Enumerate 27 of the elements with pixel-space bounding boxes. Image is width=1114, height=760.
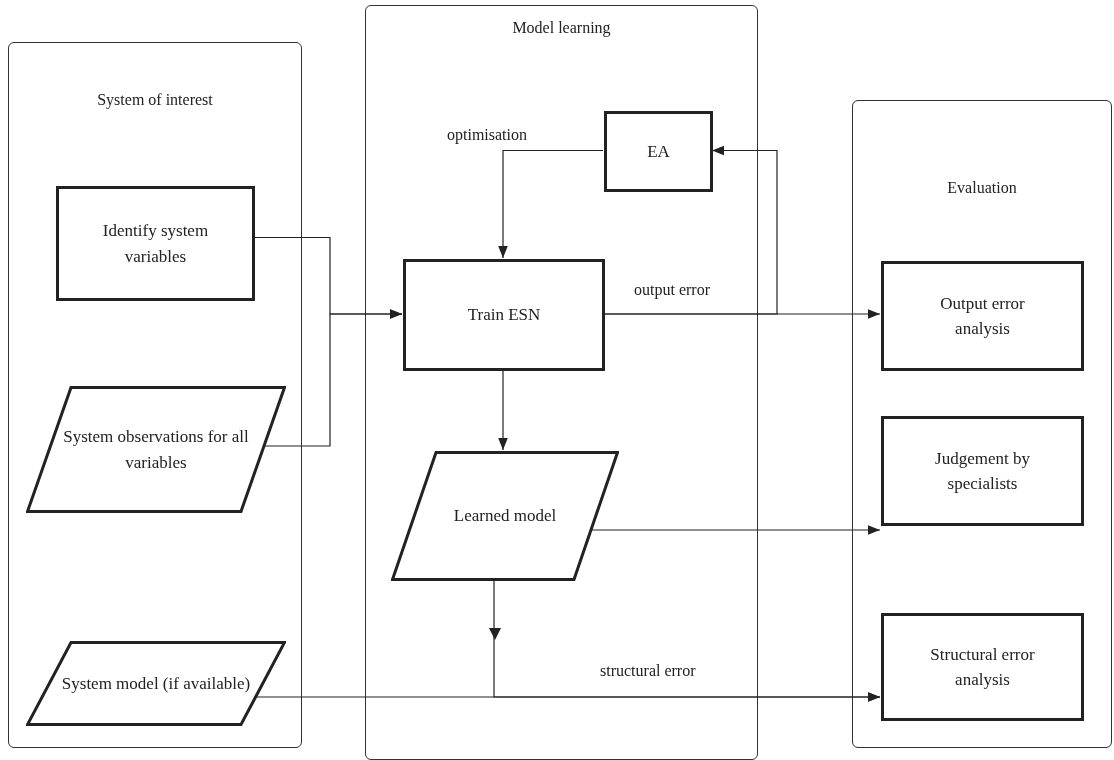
- group-panel: [365, 5, 758, 760]
- node-label: Judgement by specialists: [934, 447, 1031, 495]
- group-panel: [852, 100, 1112, 748]
- group-panel: [8, 42, 302, 748]
- node-label: Output error analysis: [939, 292, 1026, 340]
- panel-title: Model learning: [511, 18, 612, 39]
- data-parallelogram: [26, 641, 286, 726]
- process-box: [881, 416, 1084, 526]
- data-parallelogram: [26, 386, 286, 513]
- node-label: Learned model: [452, 505, 558, 528]
- edge-label: output error: [632, 282, 712, 298]
- data-parallelogram: [391, 451, 619, 581]
- process-box: [403, 259, 605, 371]
- node-label: Identify system variables: [101, 220, 210, 268]
- edge-label: structural error: [598, 663, 698, 679]
- node-label: System observations for all variables: [62, 426, 250, 474]
- node-label: Train ESN: [466, 304, 542, 327]
- node-label: EA: [646, 140, 671, 163]
- edge-label: optimisation: [445, 127, 529, 143]
- process-box: [604, 111, 713, 192]
- process-box: [881, 613, 1084, 721]
- node-label: Structural error analysis: [929, 643, 1036, 691]
- panel-title: Evaluation: [946, 178, 1018, 198]
- node-label: System model (if available): [60, 672, 252, 695]
- panel-title: System of interest: [96, 90, 214, 111]
- process-box: [56, 186, 255, 301]
- process-box: [881, 261, 1084, 371]
